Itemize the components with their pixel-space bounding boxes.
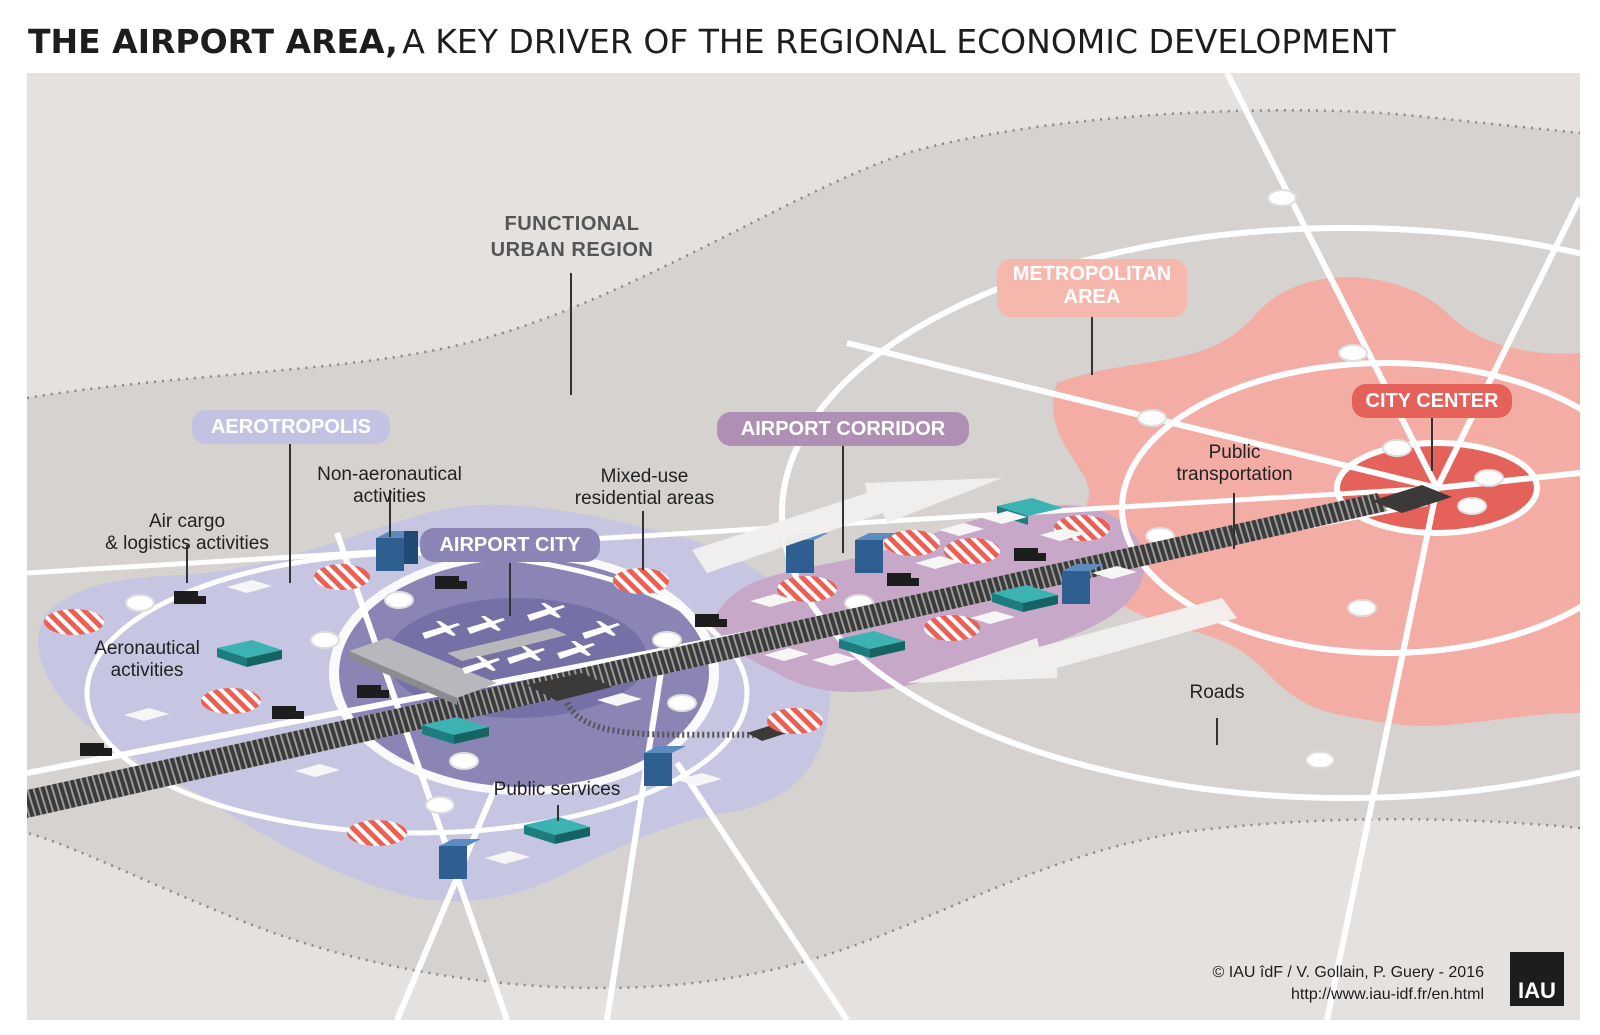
road-nodes xyxy=(125,189,1504,814)
mixed-use-line1: Mixed-use xyxy=(600,466,689,487)
roads-label: Roads xyxy=(1189,682,1245,703)
aeronautical-label: Aeronautical activities xyxy=(82,638,212,682)
aerotropolis-label: AEROTROPOLIS xyxy=(192,410,390,444)
mixed-use-line2: residential areas xyxy=(574,488,715,509)
credit-line: © IAU îdF / V. Gollain, P. Guery - 2016 xyxy=(1212,964,1484,981)
terminal-building xyxy=(349,638,497,698)
diagram-canvas: FUNCTIONAL URBAN REGION METROPOLITAN ARE… xyxy=(27,73,1580,1020)
railway-track xyxy=(27,493,1387,818)
title-bold: THE AIRPORT AREA, xyxy=(28,22,398,61)
airport-station xyxy=(527,673,612,701)
air-cargo-line2: & logistics activities xyxy=(105,533,269,554)
fur-line2: URBAN REGION xyxy=(490,239,654,261)
air-cargo-line1: Air cargo xyxy=(148,511,226,532)
non-aero-line1: Non-aeronautical xyxy=(317,464,462,485)
functional-urban-region-label: FUNCTIONAL URBAN REGION xyxy=(477,211,667,263)
terminal-pier xyxy=(447,628,567,661)
fur-line1: FUNCTIONAL xyxy=(504,213,640,235)
credit-block: © IAU îdF / V. Gollain, P. Guery - 2016 … xyxy=(1213,962,1484,1006)
airport-city-label: AIRPORT CITY xyxy=(420,528,600,562)
white-buildings xyxy=(124,511,1137,864)
map-svg xyxy=(27,73,1580,1020)
outer-ring-road xyxy=(779,225,1580,801)
metro-line2: AREA xyxy=(1063,286,1121,308)
public-transport-line2: transportation xyxy=(1176,464,1293,485)
airport-corridor-label: AIRPORT CORRIDOR xyxy=(717,412,969,446)
railway-spur xyxy=(564,701,758,738)
trucks xyxy=(80,548,1046,756)
non-aero-line2: activities xyxy=(353,486,426,507)
teal-warehouses xyxy=(217,498,1063,844)
air-cargo-label: Air cargo & logistics activities xyxy=(97,511,277,555)
title-light: A KEY DRIVER OF THE REGIONAL ECONOMIC DE… xyxy=(402,22,1396,61)
public-services-label: Public services xyxy=(493,779,621,800)
non-aeronautical-label: Non-aeronautical activities xyxy=(307,464,472,508)
metro-line1: METROPOLITAN xyxy=(1012,263,1172,285)
metropolitan-area-label: METROPOLITAN AREA xyxy=(997,259,1187,317)
arrow-to-airport xyxy=(907,598,1237,683)
planes xyxy=(422,603,620,674)
mixed-use-label: Mixed-use residential areas xyxy=(562,466,727,510)
page-title: THE AIRPORT AREA, A KEY DRIVER OF THE RE… xyxy=(28,22,1395,72)
mixed-use-patches xyxy=(44,515,1110,846)
public-transportation-label: Public transportation xyxy=(1162,442,1307,486)
city-center-label: CITY CENTER xyxy=(1352,384,1512,418)
aeronautical-line2: activities xyxy=(110,660,184,681)
leader-lines xyxy=(186,273,1433,821)
public-transport-line1: Public xyxy=(1208,442,1261,463)
credit-url[interactable]: http://www.iau-idf.fr/en.html xyxy=(1291,986,1484,1003)
arrow-to-city xyxy=(692,478,1002,573)
blue-towers xyxy=(376,531,1104,879)
city-center-station xyxy=(1372,485,1452,513)
aeronautical-line1: Aeronautical xyxy=(94,638,200,659)
iau-logo: IAU xyxy=(1510,952,1564,1006)
